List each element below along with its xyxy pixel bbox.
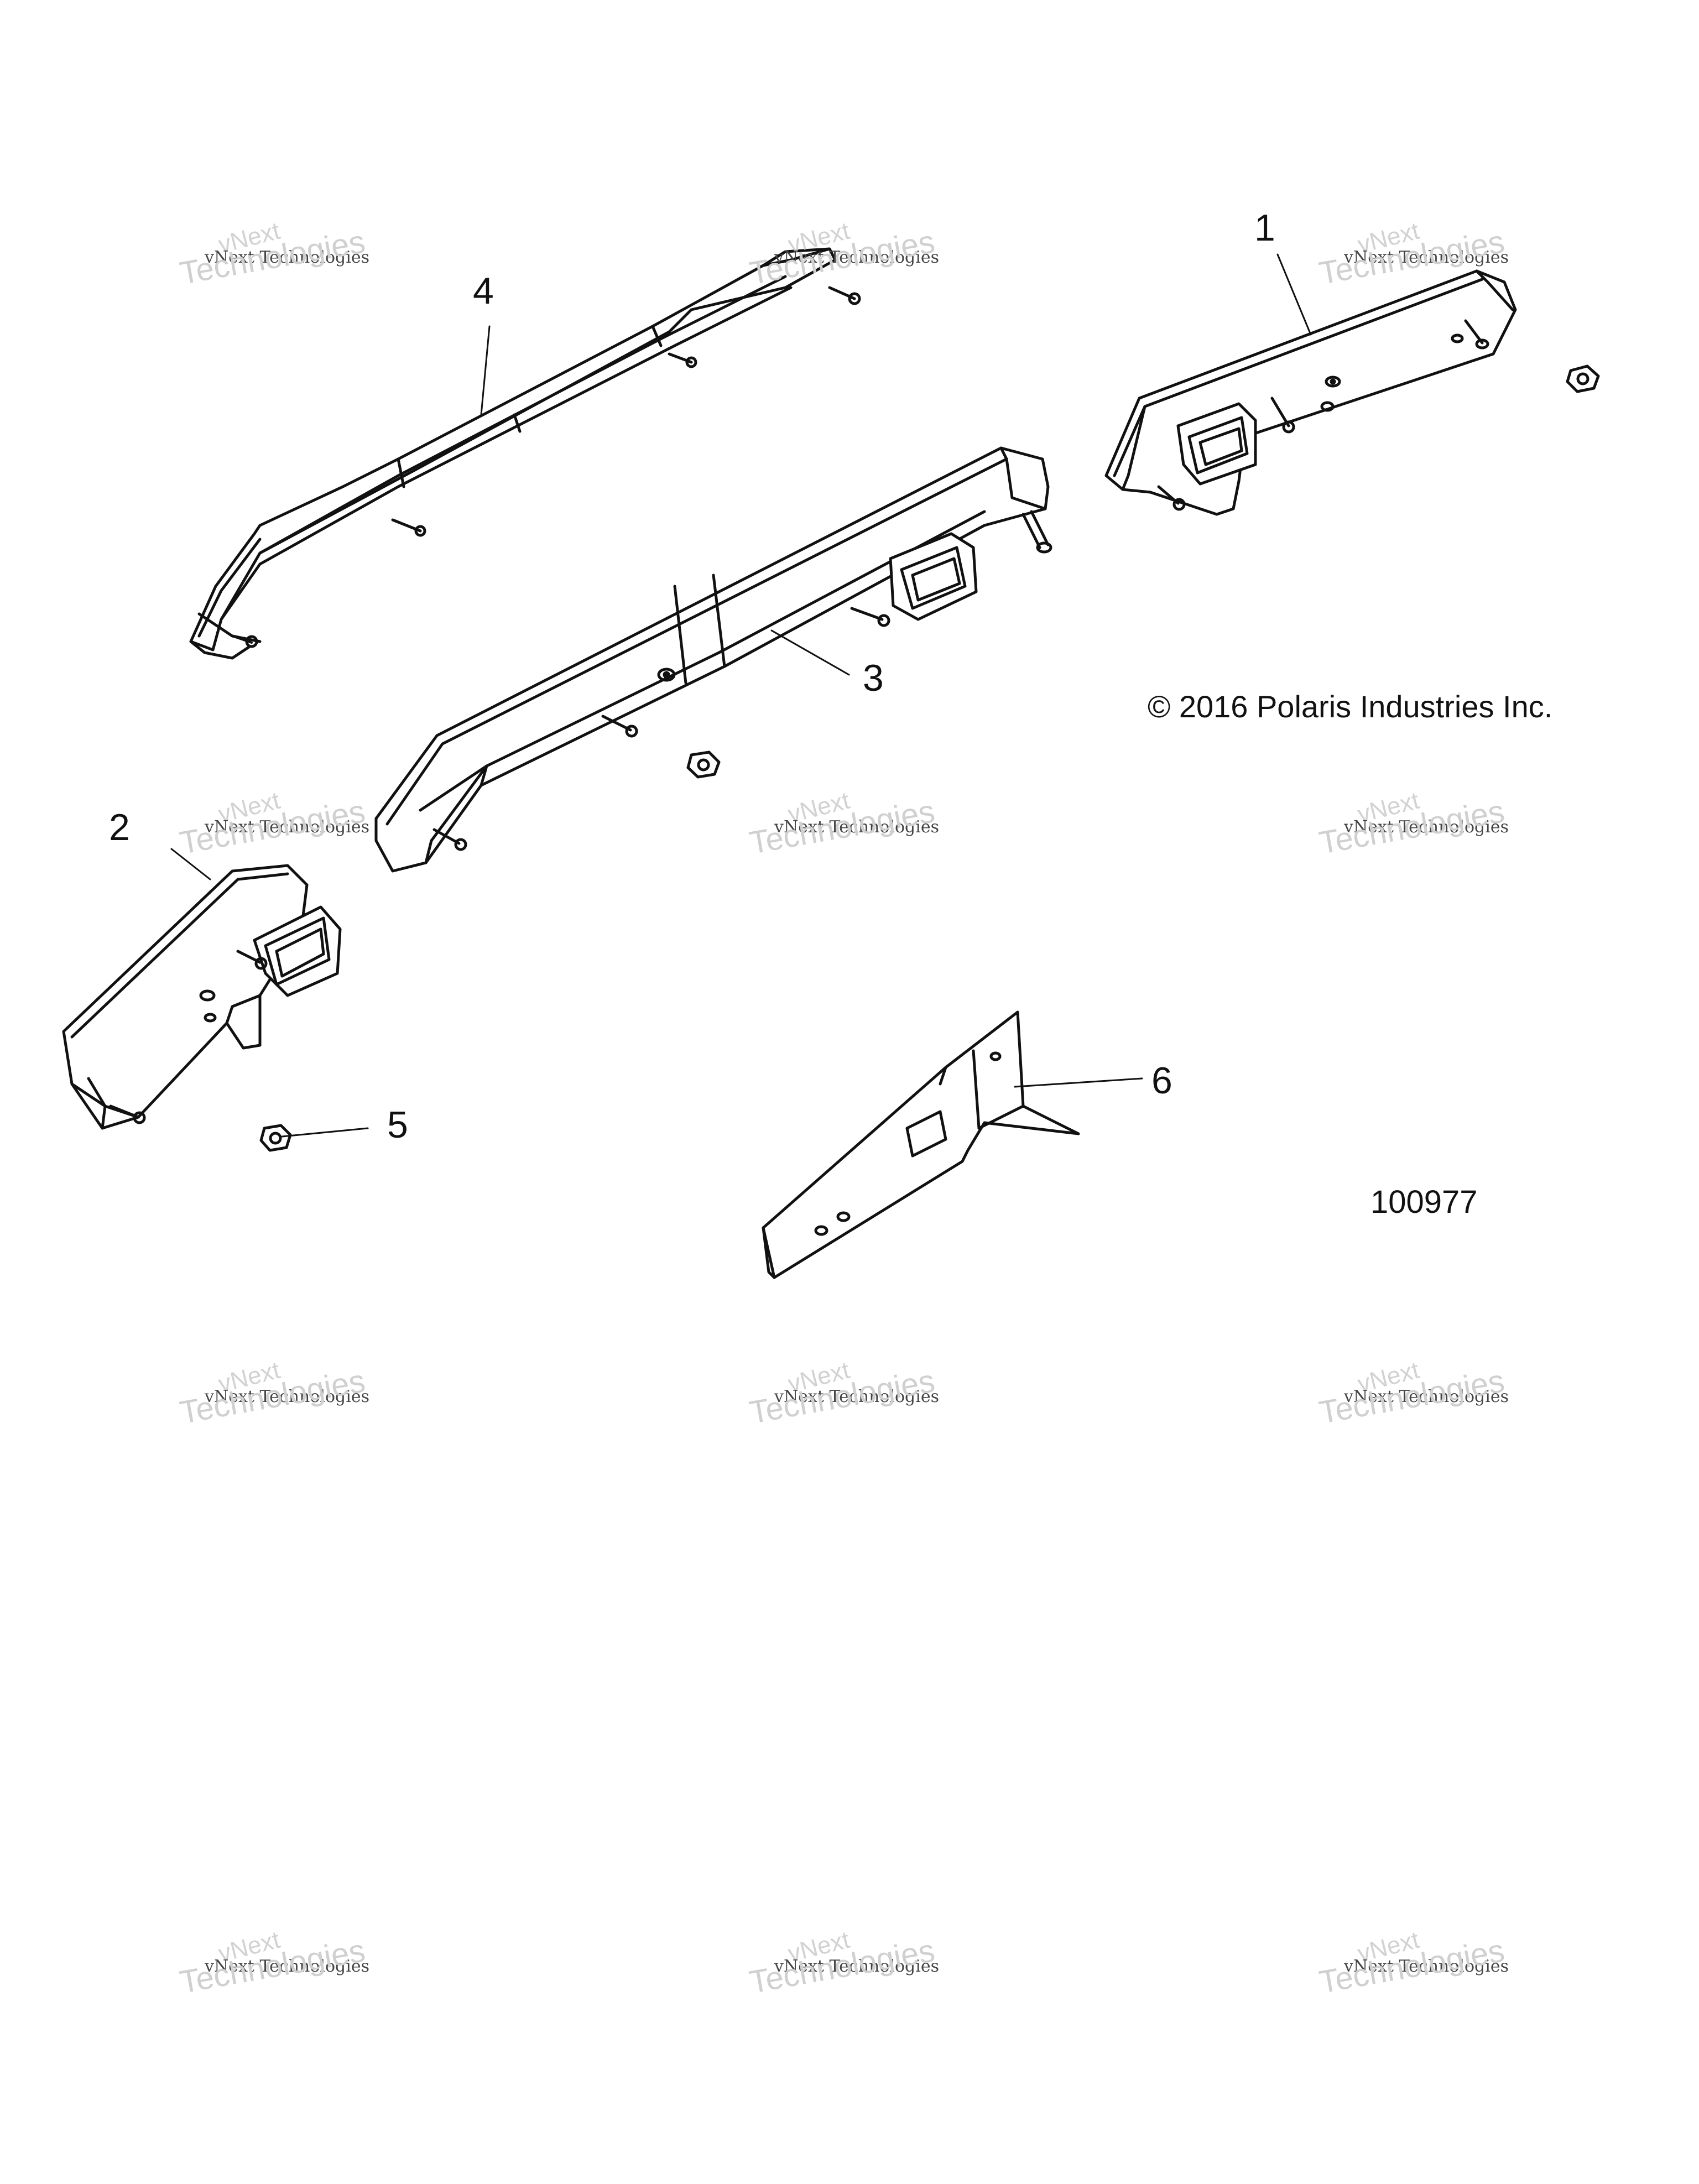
callout-4: 4 — [473, 270, 494, 312]
callout-2: 2 — [109, 806, 130, 848]
callout-6: 6 — [1151, 1060, 1172, 1102]
part-3-light-housing — [374, 446, 1052, 873]
figure-id: 100977 — [1370, 1184, 1478, 1220]
part-1-right-light — [1104, 269, 1600, 516]
callout-1: 1 — [1254, 207, 1275, 249]
callout-5: 5 — [387, 1104, 408, 1146]
leader-lines — [170, 253, 1312, 1138]
part-5-nut — [259, 1124, 292, 1152]
copyright-notice: © 2016 Polaris Industries Inc. — [1148, 689, 1553, 724]
part-2-left-light — [62, 864, 342, 1130]
part-4-light-bar — [189, 247, 861, 660]
part-6-bracket — [762, 1010, 1080, 1279]
callout-3: 3 — [863, 657, 884, 699]
